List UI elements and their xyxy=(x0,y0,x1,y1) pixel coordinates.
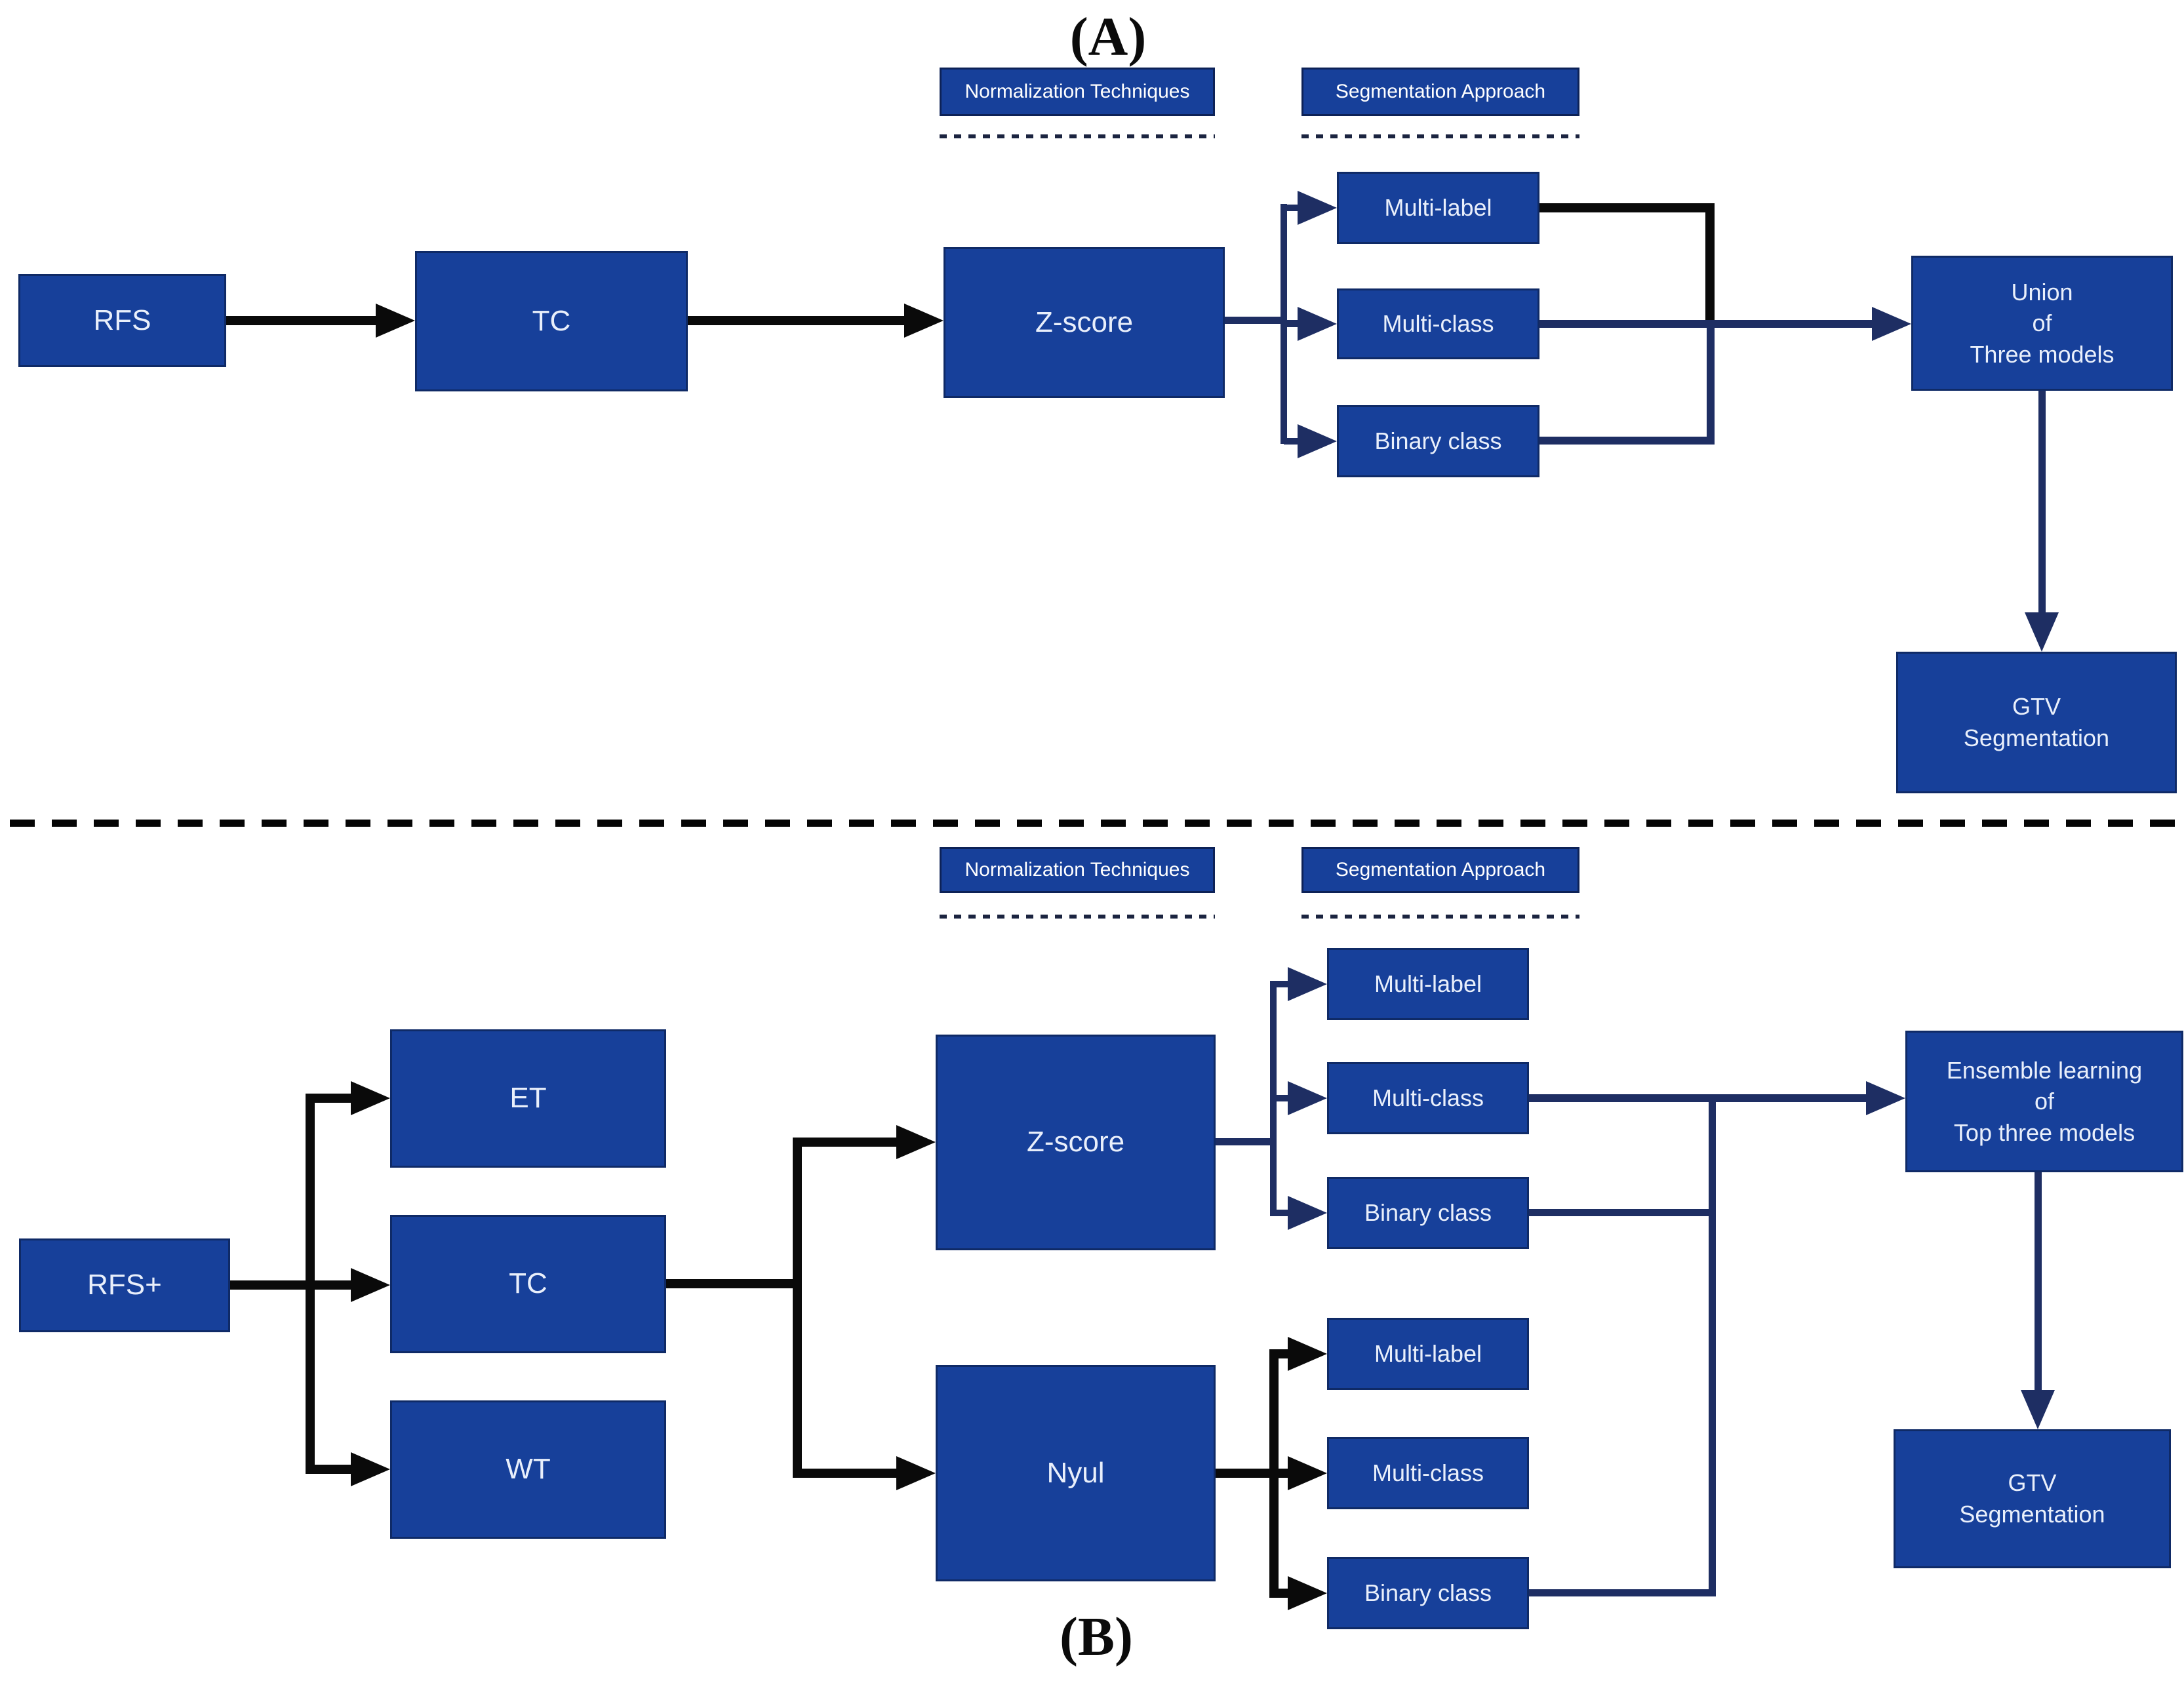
edge-merge-b xyxy=(1709,1094,1716,1596)
edge-z-binaryclass xyxy=(1273,1210,1293,1216)
arrowhead-tc-zscore-a xyxy=(904,304,943,338)
edge-merge-a-bottom xyxy=(1707,324,1715,445)
node-nyul-binary-class: Binary class xyxy=(1327,1557,1529,1629)
node-gtv-b: GTV Segmentation xyxy=(1894,1429,2171,1568)
edge-branch-multilabel-a xyxy=(1284,205,1303,211)
node-et: ET xyxy=(390,1029,666,1168)
node-nyul-multi-class: Multi-class xyxy=(1327,1437,1529,1509)
header-normalization-a-underline xyxy=(940,134,1215,138)
node-ensemble: Ensemble learning of Top three models xyxy=(1905,1031,2183,1172)
node-multi-label-a: Multi-label xyxy=(1337,172,1539,244)
node-nyul: Nyul xyxy=(936,1365,1216,1581)
node-tc-b: TC xyxy=(390,1215,666,1353)
node-zscore-binary-class: Binary class xyxy=(1327,1177,1529,1249)
edge-z-multilabel xyxy=(1273,981,1293,987)
edge-nbinary-merge xyxy=(1529,1589,1716,1596)
edge-ensemble-gtv-b xyxy=(2035,1172,2042,1393)
node-rfs: RFS xyxy=(18,274,226,367)
node-multi-class-a: Multi-class xyxy=(1337,288,1539,359)
node-wt: WT xyxy=(390,1400,666,1539)
panel-b-label: (B) xyxy=(1060,1606,1133,1667)
arrowhead-z-multilabel xyxy=(1288,967,1327,1001)
edge-branch-et xyxy=(309,1094,353,1103)
edge-binaryclass-a-out xyxy=(1539,437,1715,445)
edge-branch-multiclass-a xyxy=(1284,320,1303,327)
node-union: Union of Three models xyxy=(1911,256,2173,391)
arrowhead-z-multiclass xyxy=(1288,1081,1327,1115)
arrowhead-union xyxy=(1872,307,1911,341)
arrowhead-tc-b xyxy=(351,1268,390,1302)
arrowhead-n-binaryclass xyxy=(1288,1576,1327,1610)
edge-branch-binaryclass-a xyxy=(1284,438,1303,445)
arrowhead-binaryclass-a xyxy=(1298,424,1337,458)
edge-branch-nyul xyxy=(793,1469,896,1478)
edge-rfsplus-branch xyxy=(306,1094,315,1474)
node-gtv-a: GTV Segmentation xyxy=(1896,652,2177,793)
edge-zmulticlass-ensemble xyxy=(1529,1094,1867,1102)
edge-z-multiclass xyxy=(1273,1095,1293,1101)
edge-branch-wt xyxy=(309,1465,353,1474)
edge-nyul-branch xyxy=(1269,1349,1279,1598)
header-normalization-a: Normalization Techniques xyxy=(940,68,1215,116)
arrowhead-n-multilabel xyxy=(1288,1337,1327,1371)
edge-zscore-b-stub xyxy=(1216,1138,1277,1145)
node-binary-class-a: Binary class xyxy=(1337,405,1539,477)
arrowhead-et xyxy=(351,1081,390,1115)
node-nyul-multi-label: Multi-label xyxy=(1327,1318,1529,1390)
edge-rfsplus-out xyxy=(230,1280,353,1290)
edge-union-gtv-a xyxy=(2038,391,2046,615)
node-zscore-b: Z-score xyxy=(936,1035,1216,1250)
arrowhead-gtv-a xyxy=(2025,612,2059,652)
header-segmentation-b-underline xyxy=(1301,915,1579,919)
arrowhead-zscore-b xyxy=(896,1125,936,1159)
header-segmentation-a: Segmentation Approach xyxy=(1301,68,1579,116)
edge-zscore-a-stub xyxy=(1225,317,1287,324)
edge-tc-b-branch xyxy=(793,1138,802,1478)
header-segmentation-a-underline xyxy=(1301,134,1579,138)
node-rfs-plus: RFS+ xyxy=(19,1238,230,1332)
edge-multilabel-a-out xyxy=(1539,203,1715,212)
panel-separator xyxy=(10,820,2177,827)
node-zscore-multi-class: Multi-class xyxy=(1327,1062,1529,1134)
arrowhead-ensemble xyxy=(1866,1081,1905,1115)
edge-tc-zscore-a xyxy=(688,316,906,325)
edge-merge-a-union xyxy=(1539,320,1873,328)
header-segmentation-b: Segmentation Approach xyxy=(1301,847,1579,893)
arrowhead-nyul xyxy=(896,1456,936,1490)
node-tc-a: TC xyxy=(415,251,688,391)
arrowhead-multilabel-a xyxy=(1298,191,1337,225)
node-zscore-multi-label: Multi-label xyxy=(1327,948,1529,1020)
header-normalization-b: Normalization Techniques xyxy=(940,847,1215,893)
edge-merge-a-top xyxy=(1705,203,1715,328)
panel-a-label: (A) xyxy=(1069,7,1147,68)
edge-branch-zscore-b xyxy=(793,1138,896,1147)
arrowhead-multiclass-a xyxy=(1298,307,1337,341)
arrowhead-wt xyxy=(351,1452,390,1486)
edge-tc-b-out xyxy=(666,1279,801,1288)
arrowhead-gtv-b xyxy=(2021,1390,2055,1429)
edge-zbinary-merge xyxy=(1529,1209,1716,1216)
edge-nyul-stub xyxy=(1216,1469,1293,1478)
edge-rfs-tc xyxy=(226,316,378,325)
arrowhead-rfs-tc xyxy=(376,304,415,338)
arrowhead-n-multiclass xyxy=(1288,1456,1327,1490)
arrowhead-z-binaryclass xyxy=(1288,1196,1327,1230)
node-zscore-a: Z-score xyxy=(943,247,1225,398)
header-normalization-b-underline xyxy=(940,915,1215,919)
